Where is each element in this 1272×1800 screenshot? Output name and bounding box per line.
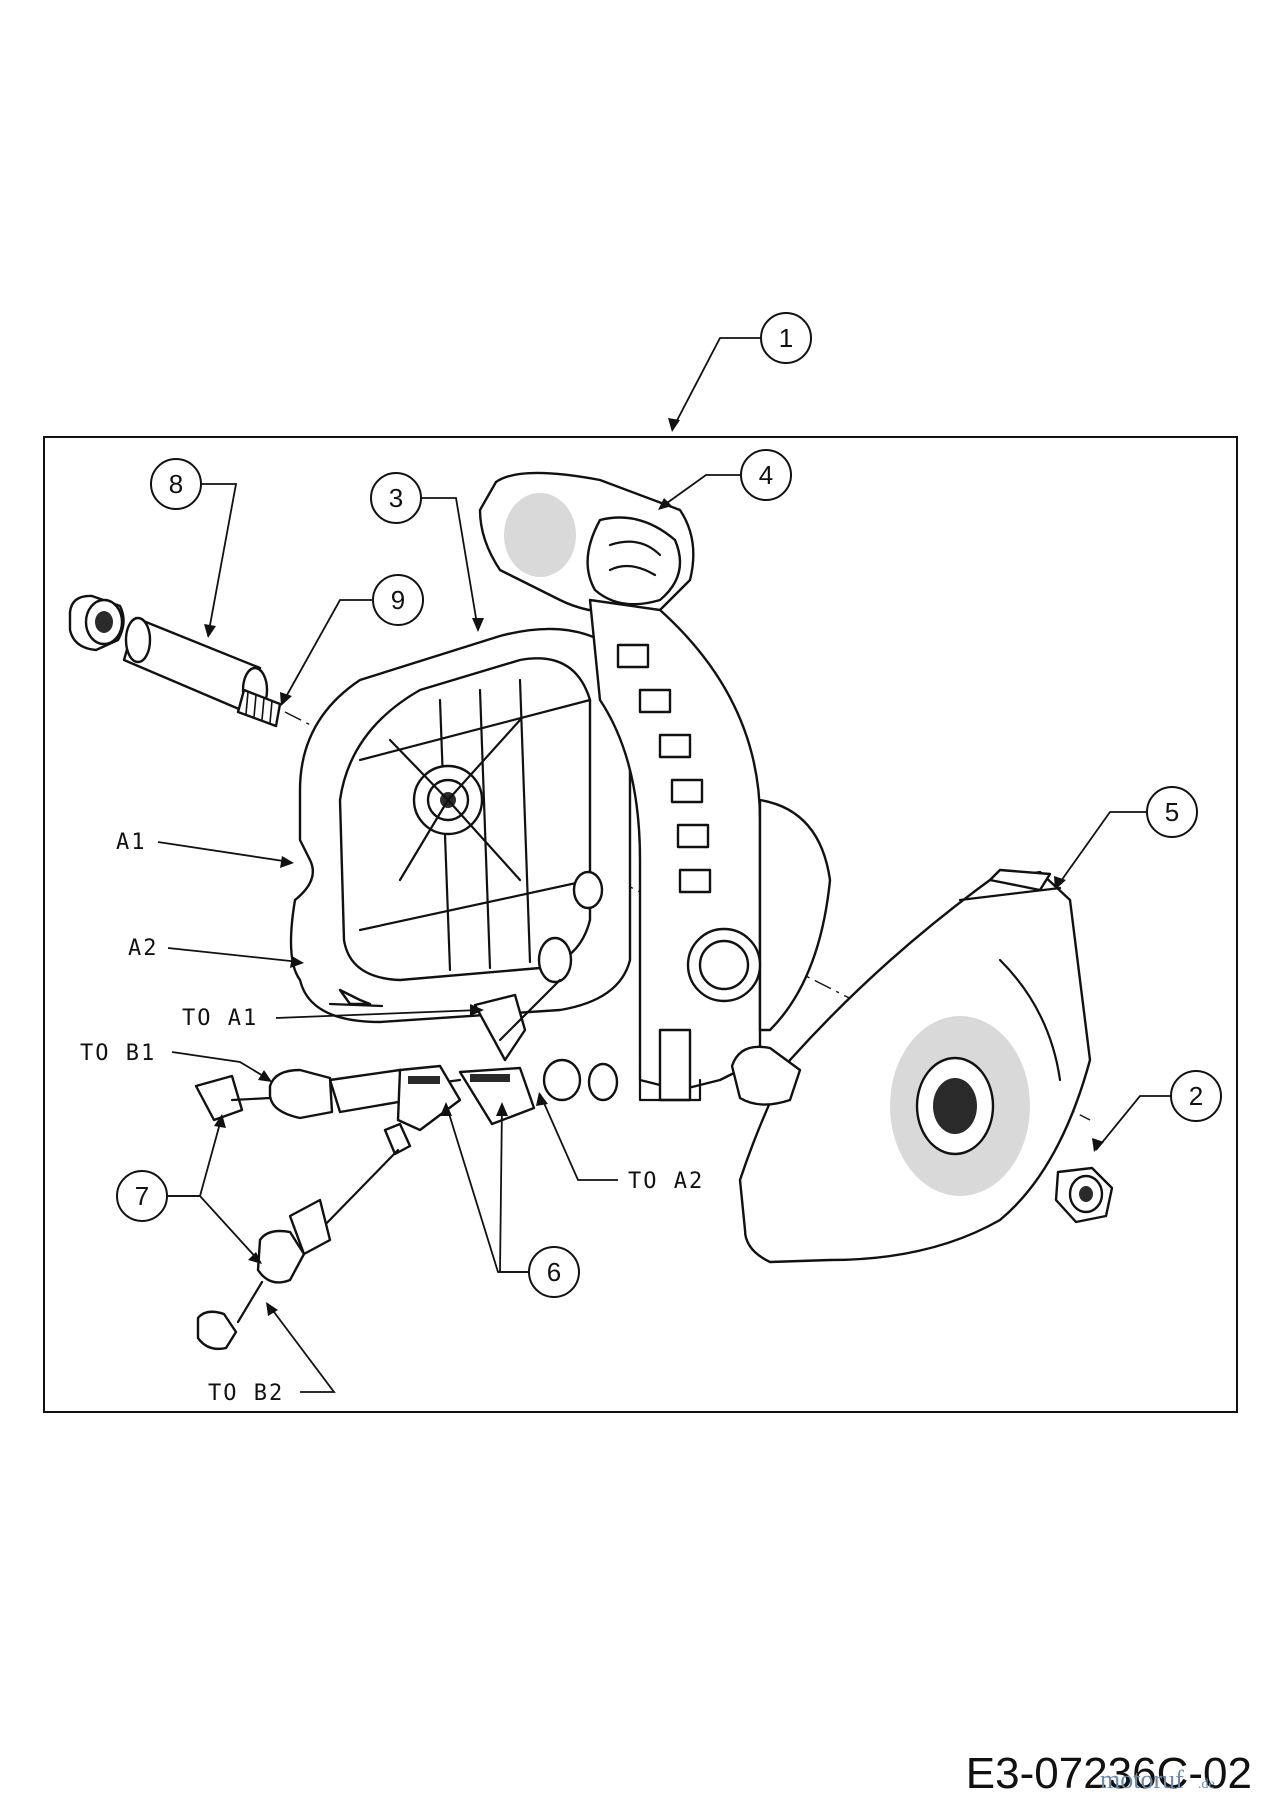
callout-5: 5 [1146,786,1198,838]
callout-5-label: 5 [1165,797,1179,827]
diagram-frame [43,436,1238,1413]
callout-6: 6 [528,1246,580,1298]
ref-to-a1-label: TO A1 [182,1006,258,1031]
watermark-brand: motoruf [1100,1765,1184,1794]
callout-7-label: 7 [135,1181,149,1211]
callout-4-label: 4 [759,460,773,490]
callout-1-label: 1 [779,323,793,353]
callout-3-label: 3 [389,483,403,513]
callout-2-label: 2 [1189,1081,1203,1111]
ref-to-a2-label: TO A2 [628,1169,704,1194]
leader-lines [157,337,1172,1393]
callout-9-label: 9 [391,585,405,615]
watermark-tld: .de [1198,1777,1215,1792]
callout-7: 7 [116,1170,168,1222]
ref-a2-label: A2 [128,936,159,961]
watermark-logo: motoruf .de [1100,1765,1215,1794]
callout-4: 4 [740,449,792,501]
callout-9: 9 [372,574,424,626]
cover-part [730,868,1092,1264]
shifter-housing-part [289,627,632,1024]
callout-8-label: 8 [169,469,183,499]
flange-nut-part [1054,1166,1114,1224]
cable-assembly [194,870,619,1351]
ref-to-b1-label: TO B1 [80,1041,156,1066]
callout-1: 1 [760,312,812,364]
ref-to-b2-label: TO B2 [208,1381,284,1406]
ref-a1-label: A1 [116,830,147,855]
callout-6-label: 6 [547,1257,561,1287]
bolt-part [68,594,282,728]
callout-2: 2 [1170,1070,1222,1122]
shift-lever-part [478,471,832,1102]
drawing-code: E3-07236C-02 [966,1749,1252,1798]
callout-3: 3 [370,472,422,524]
callout-8: 8 [150,458,202,510]
